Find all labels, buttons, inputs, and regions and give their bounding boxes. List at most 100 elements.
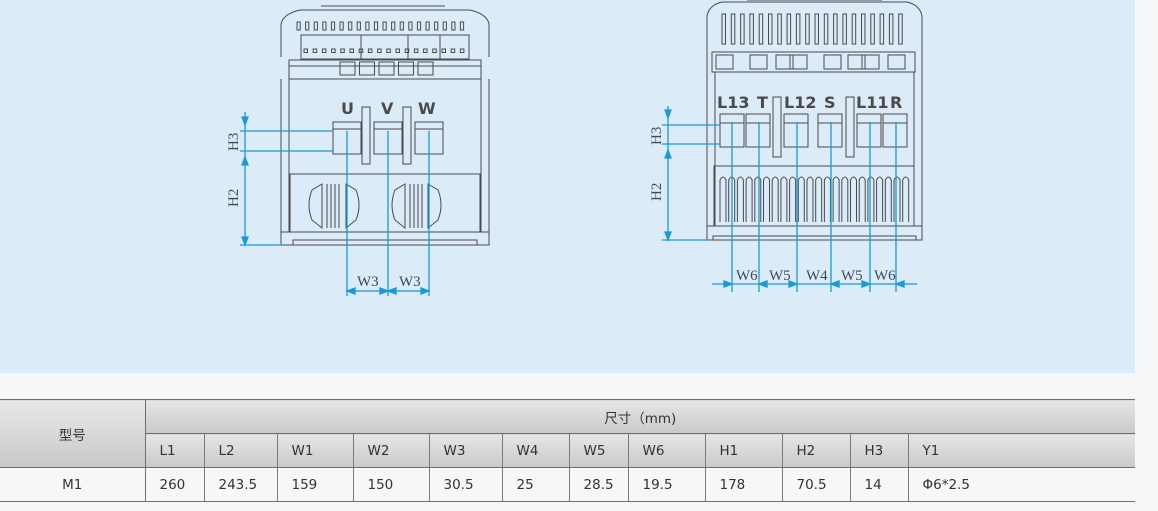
right-relay-blocks: [715, 54, 906, 70]
vent-slot: [296, 21, 301, 31]
terminal-label-t: T: [757, 93, 768, 112]
right-terminal-labels: L13 T L12 S L11 R: [717, 93, 902, 112]
heatsink-fin: [763, 176, 770, 222]
vent-slot: [339, 21, 344, 31]
power-terminal: [856, 113, 882, 148]
relay-block: [775, 54, 794, 70]
column-header-w3: W3: [428, 433, 502, 468]
right-separator: [772, 96, 782, 158]
control-terminal-square: [321, 48, 327, 53]
left-dimension-lines: [240, 112, 431, 296]
right-dimension-labels: H3 H2 W6 W5 W4 W5 W6: [649, 127, 896, 284]
left-view: [280, 5, 490, 246]
left-fan-panel: [289, 173, 481, 233]
heatsink-fin: [832, 176, 840, 222]
relay-block: [887, 54, 906, 70]
left-dimension-labels: H3 H2 W3 W3: [226, 133, 421, 290]
heatsink-fin: [789, 176, 797, 222]
vent-slot: [459, 21, 465, 31]
vent-slot: [305, 21, 310, 31]
relay-block: [715, 54, 734, 70]
heatsink-fin: [902, 176, 910, 222]
fan-grille: [391, 183, 406, 230]
column-header-w4: W4: [501, 433, 569, 468]
heatsink-fin: [841, 176, 849, 222]
dim-label-w6: W6: [736, 268, 758, 284]
control-terminal-square: [395, 48, 400, 53]
column-header-l1: L1: [145, 433, 204, 468]
column-header-h1: H1: [704, 433, 782, 468]
terminal-label-l12: L12: [784, 93, 816, 112]
control-terminal-square: [459, 48, 465, 53]
cell-h1: 178: [704, 467, 782, 502]
control-terminal-square: [349, 48, 354, 53]
heatsink-fin: [850, 176, 857, 222]
relay-block: [749, 54, 768, 70]
right-separator: [845, 96, 855, 158]
right-view: [706, 0, 923, 241]
column-header-h3: H3: [849, 433, 908, 468]
terminal-label-w: W: [418, 99, 436, 118]
control-terminal-square: [377, 48, 382, 53]
relay-block: [861, 54, 880, 70]
vent-slot: [408, 21, 413, 31]
power-terminal: [783, 113, 809, 148]
vent-slot: [740, 13, 745, 45]
power-terminal: [882, 113, 908, 148]
heatsink-fin: [719, 176, 727, 222]
relay-block: [847, 54, 866, 70]
vent-slot: [322, 21, 327, 31]
vent-slot: [365, 21, 370, 31]
vent-slot: [888, 13, 894, 45]
relay-block: [417, 61, 434, 76]
diagram-panel: U V W H3 H2 W3 W3: [0, 0, 1135, 373]
heatsink-fin: [754, 176, 762, 222]
cell-w4: 25: [501, 467, 569, 502]
heatsink-fin: [806, 176, 814, 222]
cell-w2: 150: [352, 467, 429, 502]
control-terminal-square: [303, 48, 308, 53]
dim-label-w3: W3: [399, 274, 421, 290]
right-power-terminals: [719, 113, 908, 148]
vent-slot: [373, 21, 379, 31]
column-header-w1: W1: [276, 433, 353, 468]
right-body-outline: [706, 72, 923, 241]
heatsink-fin: [867, 176, 875, 222]
column-header-w6: W6: [627, 433, 705, 468]
vent-slot: [391, 21, 396, 31]
vent-slot: [842, 13, 847, 45]
dim-label-w5: W5: [841, 268, 863, 284]
right-top-cap: [706, 0, 923, 72]
dim-label-w5: W5: [769, 268, 791, 284]
left-relay-blocks: [339, 61, 434, 76]
right-heatsink-fins: [719, 176, 910, 222]
relay-block: [823, 54, 842, 70]
vent-slot: [805, 13, 810, 45]
vent-slot: [786, 13, 792, 45]
terminal-label-r: R: [890, 93, 902, 112]
model-header: 型号: [0, 399, 146, 468]
relay-block: [789, 54, 808, 70]
right-top-vents: [721, 13, 903, 45]
left-top-cap: [280, 5, 490, 57]
control-terminal-square: [423, 48, 428, 53]
dim-label-h3: H3: [649, 127, 665, 145]
vent-slot: [814, 13, 819, 45]
heatsink-fin: [876, 176, 884, 222]
left-separator: [361, 106, 371, 165]
left-fan-grilles: [308, 183, 442, 230]
vent-slot: [749, 13, 754, 45]
control-terminal-square: [432, 48, 437, 53]
control-terminal-square: [413, 48, 419, 53]
vent-slot: [777, 13, 782, 45]
heatsink-fin: [858, 176, 866, 222]
left-separator: [402, 106, 412, 165]
vent-slot: [399, 21, 404, 31]
terminal-label-l13: L13: [717, 93, 749, 112]
left-top-vents: [296, 21, 465, 31]
right-dimension-lines: [662, 106, 917, 292]
cell-h3: 14: [849, 467, 908, 502]
cell-w6: 19.5: [627, 467, 705, 502]
